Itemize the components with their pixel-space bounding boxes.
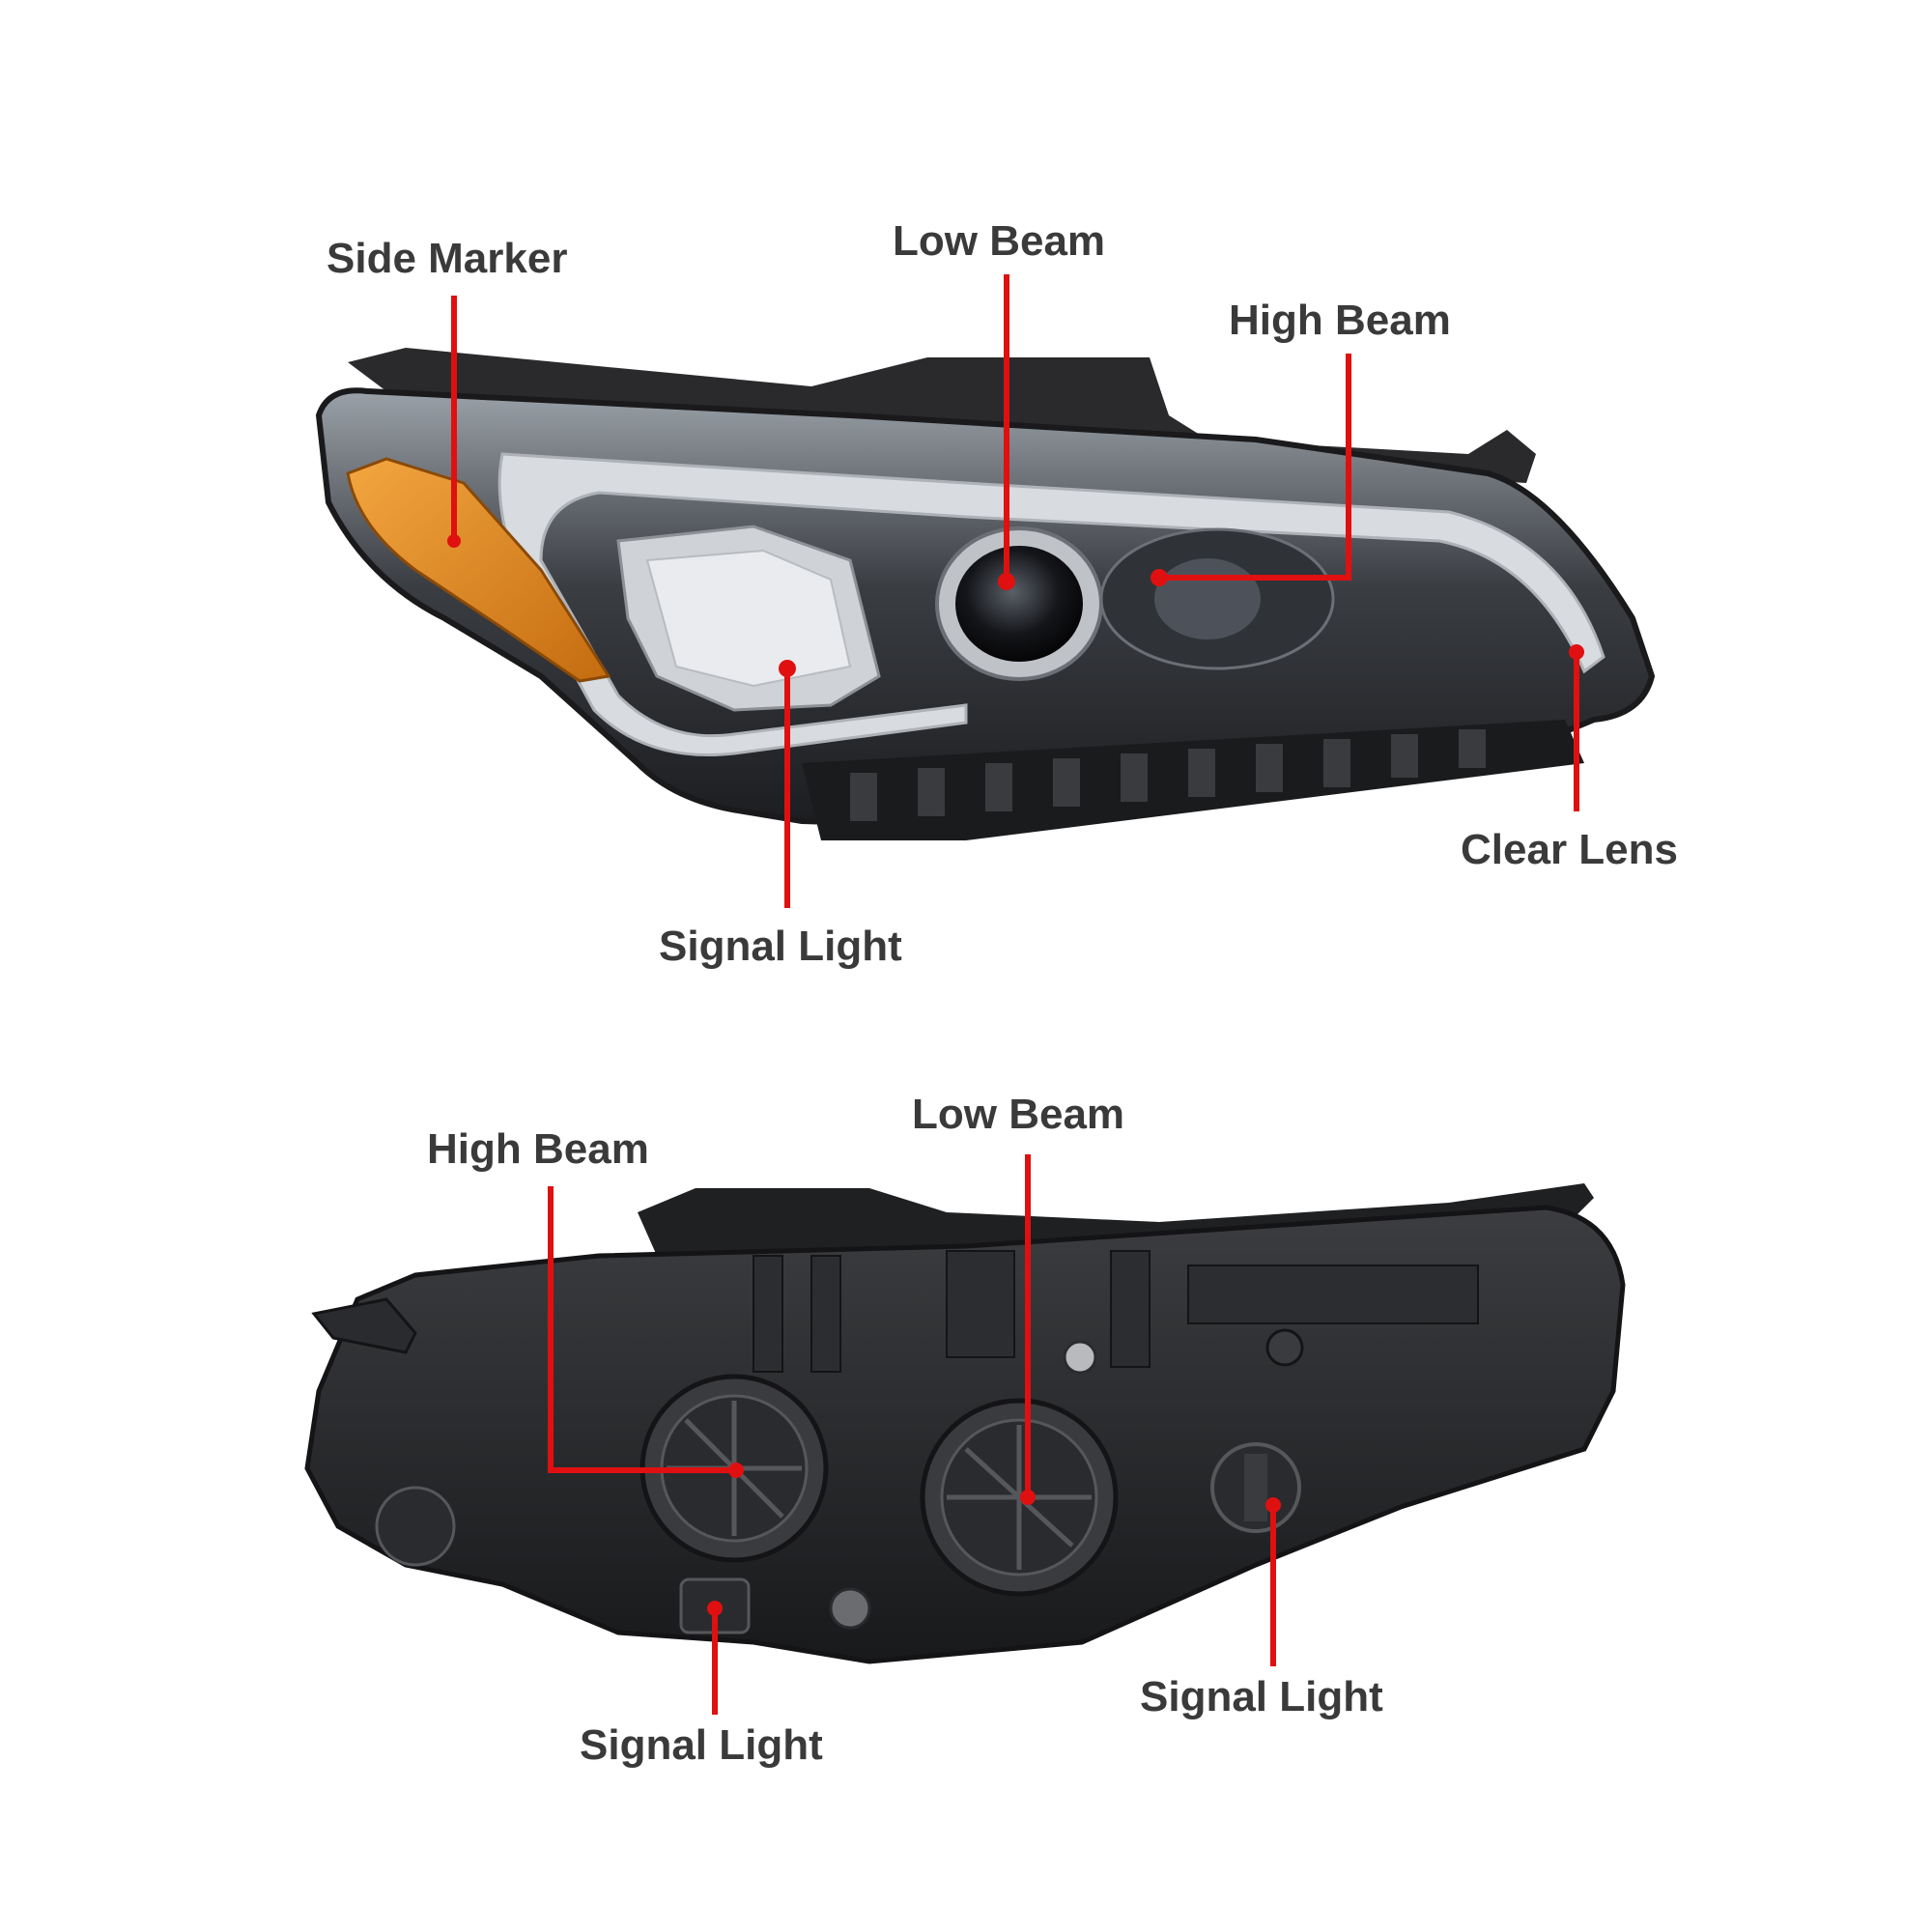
label-front-side-marker: Side Marker xyxy=(327,235,568,282)
callout-dot-front-signal-light xyxy=(779,660,796,677)
callout-dot-front-side-marker xyxy=(447,534,461,548)
callout-dot-back-low-beam xyxy=(1020,1490,1036,1505)
label-front-high-beam: High Beam xyxy=(1229,297,1451,344)
front-drl-strip xyxy=(497,452,1605,757)
label-back-signal-light-left: Signal Light xyxy=(580,1721,823,1769)
front-headlight xyxy=(315,348,1656,840)
front-signal-reflector xyxy=(645,549,852,688)
callout-dot-front-high-beam xyxy=(1151,569,1168,586)
callout-dot-back-signal-light-right xyxy=(1265,1497,1281,1513)
callout-lines xyxy=(451,274,1579,1715)
label-front-clear-lens: Clear Lens xyxy=(1461,826,1678,873)
callout-line-back-high-beam xyxy=(548,1186,736,1473)
right-signal-socket-key xyxy=(1244,1454,1267,1521)
front-rail-teeth xyxy=(850,729,1486,821)
label-front-signal-light: Signal Light xyxy=(659,923,902,970)
callout-line-front-high-beam xyxy=(1159,354,1351,581)
callout-dot-front-low-beam xyxy=(998,573,1015,590)
low-beam-projector-lens xyxy=(955,546,1083,662)
label-back-high-beam: High Beam xyxy=(427,1125,649,1173)
low-beam-cap-spokes xyxy=(947,1425,1092,1570)
label-back-signal-light-right: Signal Light xyxy=(1140,1673,1383,1720)
callout-dots xyxy=(447,534,1584,1616)
callout-dot-front-clear-lens xyxy=(1569,644,1584,660)
adjuster-screw-2 xyxy=(1063,1340,1097,1375)
label-front-low-beam: Low Beam xyxy=(893,217,1106,265)
back-left-mount-tab xyxy=(311,1297,417,1354)
callout-dot-back-high-beam xyxy=(728,1463,744,1478)
back-headlight xyxy=(304,1183,1626,1664)
callout-dot-back-signal-light-left xyxy=(707,1601,723,1616)
high-beam-bulb-area xyxy=(1154,558,1261,639)
label-back-low-beam: Low Beam xyxy=(912,1091,1125,1138)
adjuster-screw-1 xyxy=(829,1587,871,1630)
back-ribs xyxy=(753,1250,1479,1373)
left-corner-socket xyxy=(375,1486,456,1567)
side-marker-reflector xyxy=(346,457,611,683)
adjuster-screw-3 xyxy=(1265,1328,1304,1367)
